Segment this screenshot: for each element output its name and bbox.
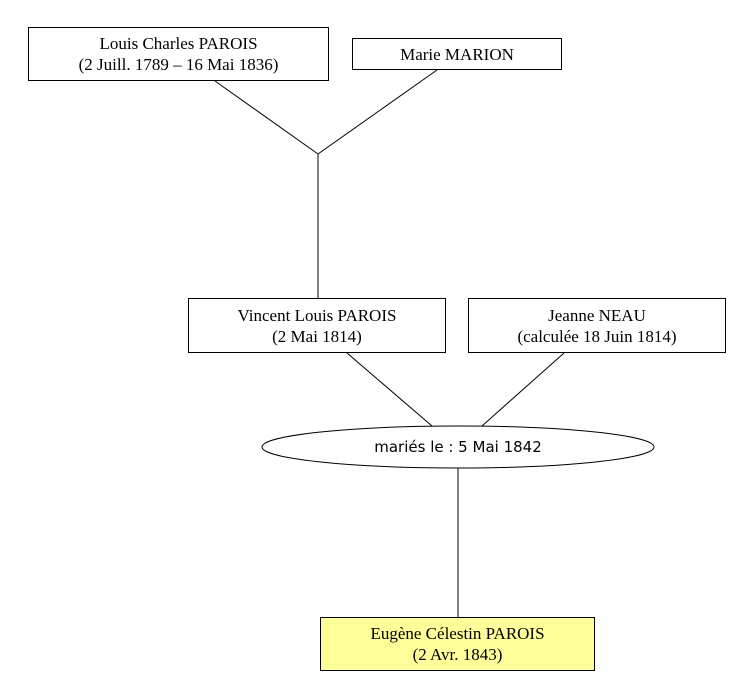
line-mother-marriage (481, 352, 565, 427)
child-box: Eugène Célestin PAROIS (2 Avr. 1843) (320, 617, 595, 671)
grandmother-name: Marie MARION (400, 44, 514, 64)
grandmother-box: Marie MARION (352, 38, 562, 70)
line-grandfather-junction (214, 80, 319, 155)
father-name: Vincent Louis PAROIS (237, 305, 397, 325)
grandfather-dates: (2 Juill. 1789 – 16 Mai 1836) (78, 55, 279, 74)
father-box: Vincent Louis PAROIS (2 Mai 1814) (188, 298, 446, 353)
mother-name: Jeanne NEAU (548, 305, 646, 325)
line-grandmother-junction (317, 69, 438, 155)
line-father-marriage (346, 352, 433, 427)
father-dates: (2 Mai 1814) (272, 326, 362, 346)
mother-box: Jeanne NEAU (calculée 18 Juin 1814) (468, 298, 726, 353)
child-name: Eugène Célestin PAROIS (370, 624, 545, 643)
grandfather-box: Louis Charles PAROIS (2 Juill. 1789 – 16… (28, 27, 329, 81)
child-dates: (2 Avr. 1843) (412, 645, 503, 664)
mother-dates: (calculée 18 Juin 1814) (517, 326, 677, 346)
grandfather-name: Louis Charles PAROIS (99, 34, 258, 53)
marriage-label: mariés le : 5 Mai 1842 (374, 438, 542, 456)
